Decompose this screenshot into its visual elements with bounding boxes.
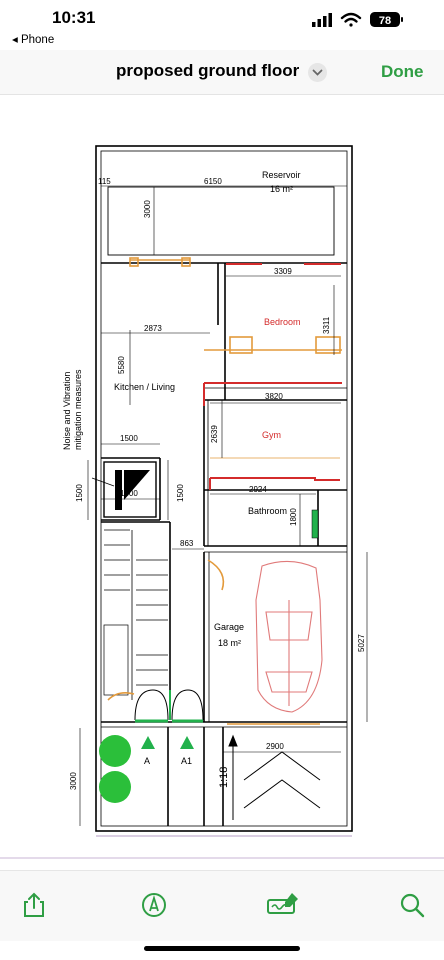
dim-3000-bottom: 3000	[69, 772, 78, 790]
dimension-labels: 115 6150 3000 3309 2873 3311 5580 3820 2…	[69, 177, 366, 790]
status-bar: 10:31 ◂ Phone 78	[0, 0, 444, 50]
markup-icon[interactable]	[140, 891, 168, 919]
back-to-phone-link[interactable]: ◂ Phone	[12, 34, 55, 46]
dim-1500-a: 1500	[120, 434, 138, 443]
label-tree-a1: A1	[181, 756, 192, 766]
dim-5027: 5027	[357, 634, 366, 652]
label-gym: Gym	[262, 430, 281, 440]
document-title[interactable]: proposed ground floor	[116, 61, 300, 80]
dim-3311: 3311	[322, 316, 331, 334]
dim-1800: 1800	[289, 508, 298, 526]
dim-2639: 2639	[210, 425, 219, 443]
plan-labels: Reservoir 16 m² Bedroom Kitchen / Living…	[62, 170, 301, 788]
signal-icon	[312, 13, 332, 27]
marker-a	[141, 736, 155, 749]
label-tree-a: A	[144, 756, 150, 766]
label-noise-2: mitigation measures	[73, 369, 83, 450]
clock: 10:31	[52, 8, 96, 27]
dim-3820: 3820	[265, 392, 283, 401]
dim-3309: 3309	[274, 267, 292, 276]
noise-vibration-block	[91, 461, 157, 518]
label-garage: Garage	[214, 622, 244, 632]
dim-3000-top: 3000	[143, 200, 152, 218]
dim-2873: 2873	[144, 324, 162, 333]
dim-5580: 5580	[117, 356, 126, 374]
nav-bar: proposed ground floor Done	[0, 50, 444, 95]
tree-icon	[99, 735, 131, 803]
dim-2924: 2924	[249, 485, 267, 494]
dim-1500-c: 1500	[120, 489, 138, 498]
floor-plan-drawing: Reservoir 16 m² Bedroom Kitchen / Living…	[0, 145, 444, 859]
label-garage-area: 18 m²	[218, 638, 241, 648]
dim-2900: 2900	[266, 742, 284, 751]
entrance-doors	[134, 689, 204, 723]
dim-115: 115	[98, 177, 111, 186]
status-icons: 78	[312, 12, 403, 27]
done-button[interactable]: Done	[381, 62, 424, 81]
document-view[interactable]: Reservoir 16 m² Bedroom Kitchen / Living…	[0, 95, 444, 870]
home-indicator[interactable]	[144, 946, 300, 951]
battery-level: 78	[379, 15, 391, 27]
search-icon[interactable]	[398, 891, 426, 919]
label-bathroom: Bathroom	[248, 506, 287, 516]
dim-863: 863	[180, 539, 194, 548]
battery-icon: 78	[370, 12, 403, 27]
label-noise-1: Noise and Vibration	[62, 372, 72, 450]
car-outline	[255, 560, 323, 713]
label-kitchen-living: Kitchen / Living	[114, 382, 175, 392]
dim-6150: 6150	[204, 177, 222, 186]
dim-1500-b: 1500	[75, 484, 84, 502]
label-reservoir-area: 16 m²	[270, 184, 293, 194]
marker-a1	[180, 736, 194, 749]
label-slope: 1:18	[218, 767, 230, 788]
wifi-icon	[340, 12, 362, 27]
chevron-down-icon[interactable]	[308, 63, 327, 82]
label-bedroom: Bedroom	[264, 317, 301, 327]
dim-1500-d: 1500	[176, 484, 185, 502]
bottom-toolbar	[0, 870, 444, 941]
label-reservoir: Reservoir	[262, 170, 301, 180]
share-icon[interactable]	[20, 891, 48, 919]
signature-icon[interactable]	[266, 891, 300, 919]
